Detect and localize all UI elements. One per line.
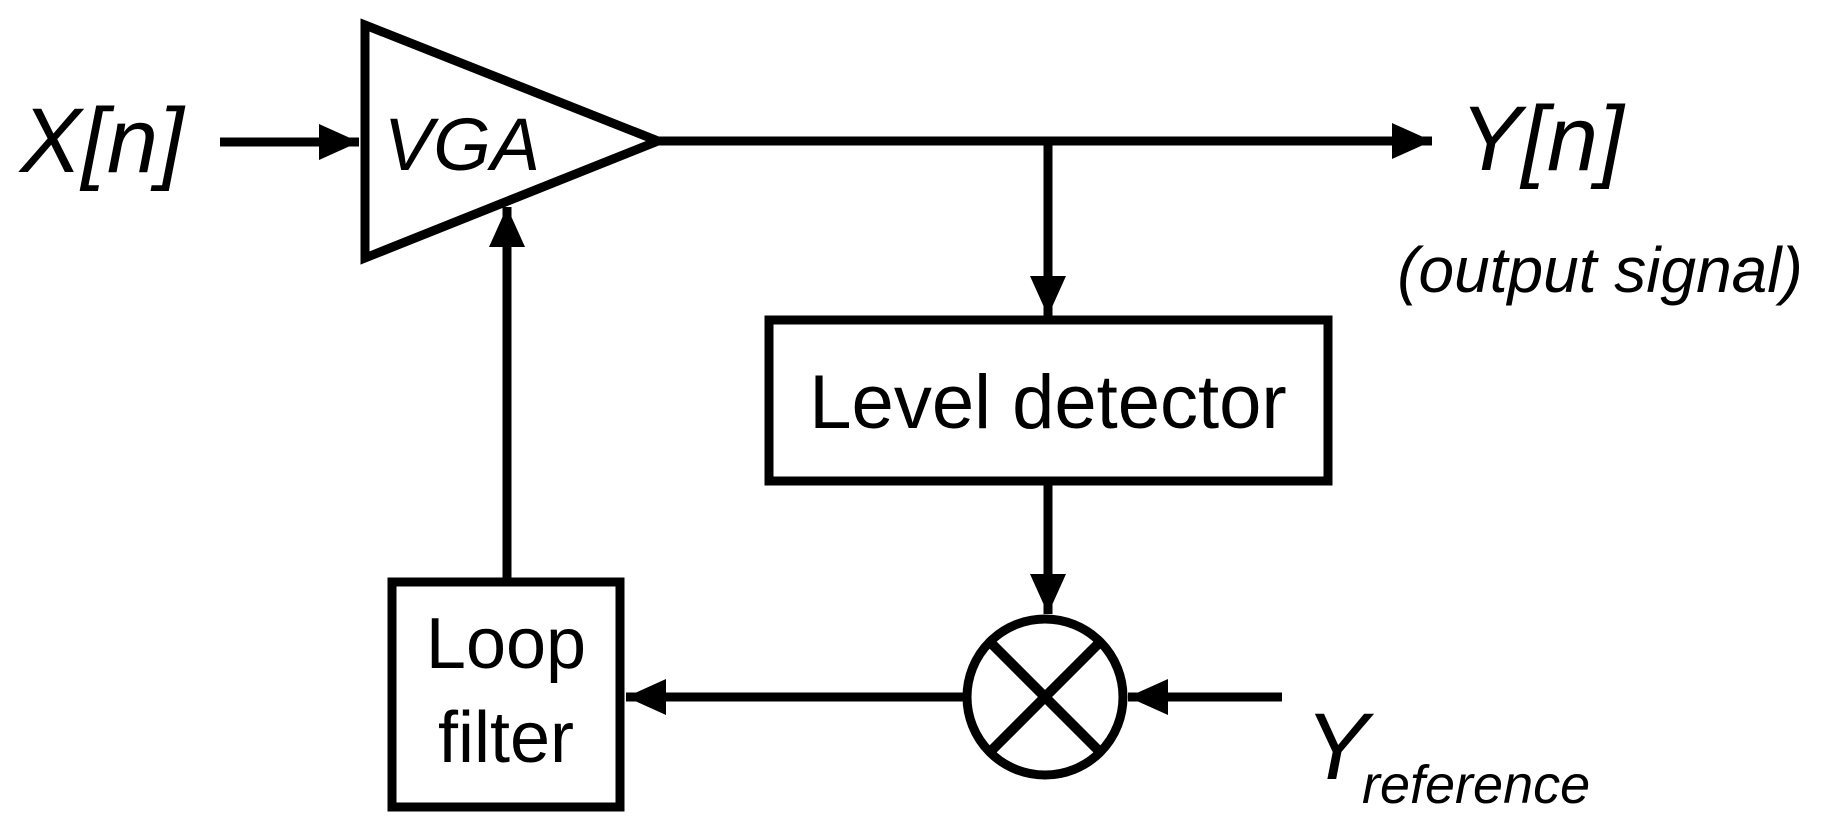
loop-filter-label-line1: Loop xyxy=(426,604,586,684)
yref-label: Yreference xyxy=(1305,694,1590,815)
output-signal-note: (output signal) xyxy=(1397,234,1803,306)
loop-filter-label-line2: filter xyxy=(438,698,574,778)
output-signal-label: Y[n] xyxy=(1460,88,1626,190)
multiplier-icon xyxy=(962,614,1128,780)
input-signal-label: X[n] xyxy=(18,90,186,192)
yref-main: Y xyxy=(1305,694,1375,800)
yref-subscript: reference xyxy=(1362,755,1590,815)
vga-triangle xyxy=(360,18,671,265)
vga-label: VGA xyxy=(384,103,540,186)
level-detector-label: Level detector xyxy=(809,360,1286,445)
level-detector-box xyxy=(764,315,1333,486)
